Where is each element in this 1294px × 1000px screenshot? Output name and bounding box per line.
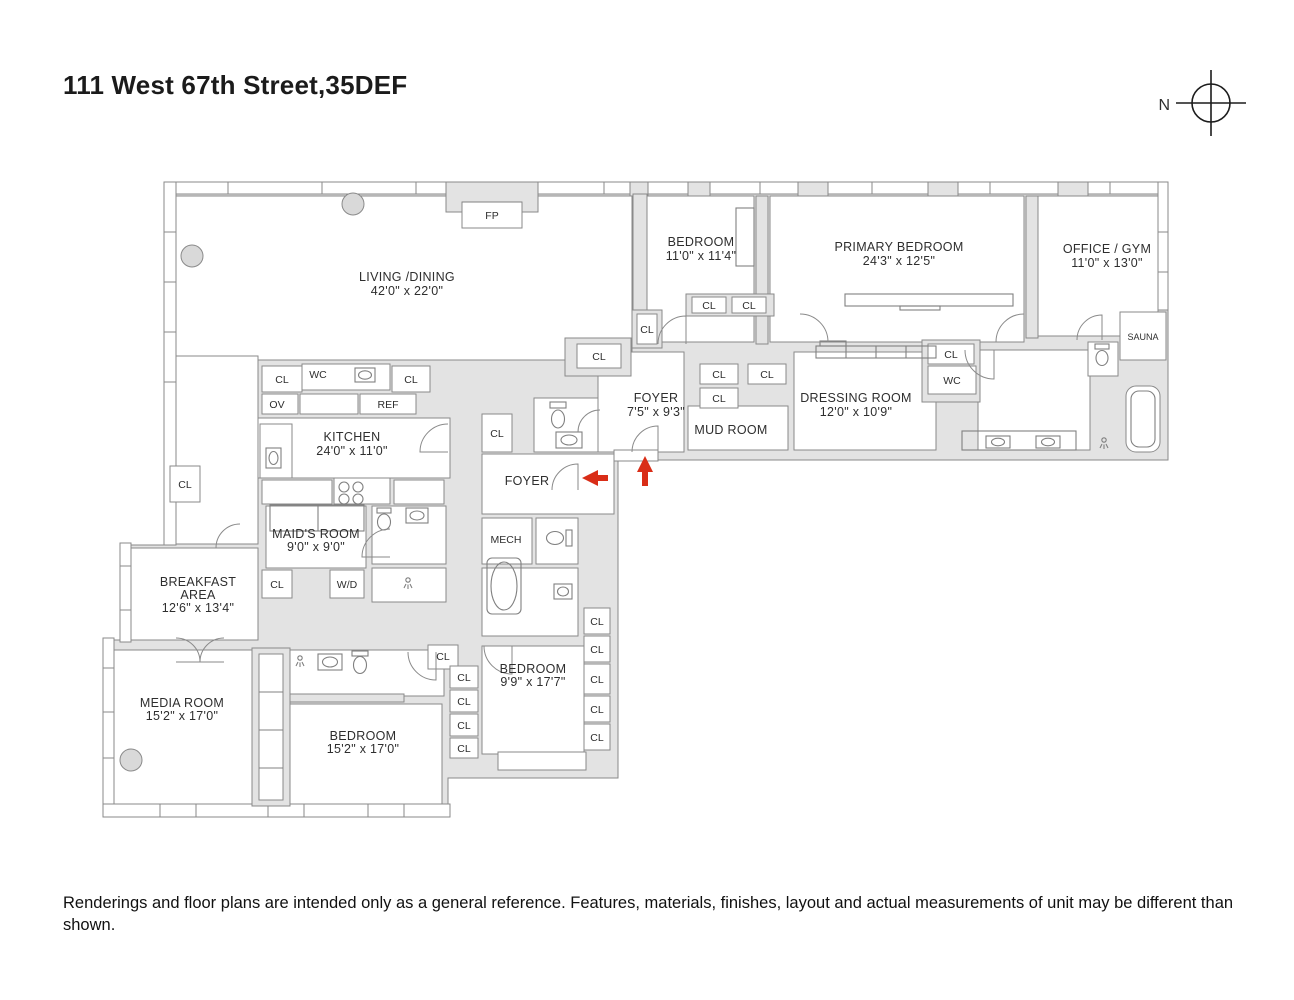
south-bath-shower-icon <box>295 655 305 667</box>
bedroom-middle-dims: 9'9" x 17'7" <box>500 675 565 689</box>
sauna-label: SAUNA <box>1127 332 1158 342</box>
bedroom-middle-label: BEDROOM <box>500 662 567 676</box>
structural-columns <box>119 192 365 772</box>
maids-bath-sink-icon <box>405 507 429 524</box>
foyer-main-dims: 7'5" x 9'3" <box>627 405 685 419</box>
closet-label: CL <box>760 369 774 381</box>
closet-label: CL <box>457 720 471 732</box>
closet-label: CL <box>712 369 726 381</box>
closet-label: CL <box>457 672 471 684</box>
closet-label: CL <box>702 300 716 312</box>
powder-toilet-icon <box>549 401 567 429</box>
bedroom-top-dims: 11'0" x 11'4" <box>666 249 737 263</box>
entry-arrow-left <box>582 470 608 486</box>
primary-bath-shower-icon <box>1099 437 1109 449</box>
closet-label: CL <box>457 743 471 755</box>
compass-icon: N <box>1158 70 1246 136</box>
living-dining-label: LIVING /DINING <box>359 270 455 284</box>
sauna-wc-toilet-icon <box>1094 343 1110 367</box>
closet-label: CL <box>590 616 604 628</box>
primary-tub <box>1125 385 1161 453</box>
mech-label: MECH <box>491 534 522 546</box>
closet-label: CL <box>275 374 289 386</box>
closet-label: CL <box>178 479 192 491</box>
entry-arrow-up <box>637 456 653 486</box>
office-gym-label: OFFICE / GYM <box>1063 242 1151 256</box>
powder-sink-icon <box>555 431 583 449</box>
closet-label: CL <box>590 704 604 716</box>
closet-label: CL <box>270 579 284 591</box>
fixtures <box>119 192 1161 801</box>
closet-label: CL <box>592 351 606 363</box>
south-bath-sink-icon <box>317 653 343 671</box>
living-dining-dims: 42'0" x 22'0" <box>371 284 443 298</box>
entry-arrows <box>582 456 653 486</box>
breakfast-area-label-2: AREA <box>180 588 216 602</box>
closet-label: CL <box>457 696 471 708</box>
south-bath-toilet-icon <box>351 650 369 675</box>
dressing-room-dims: 12'0" x 10'9" <box>820 405 892 419</box>
disclaimer-text: Renderings and floor plans are intended … <box>63 894 1234 934</box>
bedroom-top-label: BEDROOM <box>668 235 735 249</box>
closet-label: CL <box>640 324 654 336</box>
maids-room-label: MAID'S ROOM <box>272 527 360 541</box>
page-title: 111 West 67th Street,35DEF <box>63 70 408 100</box>
hall-bath-toilet-icon <box>545 529 573 547</box>
wall-piers <box>629 181 1089 197</box>
closet-label: CL <box>590 644 604 656</box>
dressing-closet-rail <box>815 340 937 359</box>
media-room-dims: 15'2" x 17'0" <box>146 709 218 723</box>
washer-dryer-label: W/D <box>337 579 358 591</box>
stove-icon <box>338 481 364 505</box>
kitchen-sink-icon <box>354 367 376 383</box>
foyer-secondary-label: FOYER <box>505 474 550 488</box>
window-walls <box>102 181 1169 818</box>
room-interiors <box>112 195 1159 809</box>
primary-builtin <box>844 293 1014 311</box>
maids-bed <box>269 504 365 532</box>
refrigerator-label: REF <box>378 399 399 411</box>
kitchen-dims: 24'0" x 11'0" <box>316 444 388 458</box>
hall-bath-sink-icon <box>553 583 573 600</box>
oven-label: OV <box>269 399 284 411</box>
shelving-unit <box>258 653 284 801</box>
office-gym-dims: 11'0" x 13'0" <box>1071 256 1143 270</box>
closet-label: CL <box>490 428 504 440</box>
door-swings <box>175 313 1103 681</box>
breakfast-area-dims: 12'6" x 13'4" <box>162 601 234 615</box>
abbr-labels: FP CL WC CL OV REF CL CL CL CL CL CL CL … <box>178 210 961 755</box>
closet-label: CL <box>712 393 726 405</box>
primary-bedroom-dims: 24'3" x 12'5" <box>863 254 935 268</box>
maids-room-dims: 9'0" x 9'0" <box>287 540 345 554</box>
closet-label: CL <box>742 300 756 312</box>
maids-shower-icon <box>403 577 413 589</box>
closet-label: CL <box>590 732 604 744</box>
mud-room-label: MUD ROOM <box>694 423 767 437</box>
bedroom-south-dims: 15'2" x 17'0" <box>327 742 399 756</box>
compass-north-label: N <box>1158 97 1170 114</box>
kitchen-counter-sink-icon <box>265 447 282 469</box>
closet-label: CL <box>404 374 418 386</box>
foyer-main-label: FOYER <box>634 391 679 405</box>
bedroom-top-closet <box>735 207 755 267</box>
kitchen-label: KITCHEN <box>324 430 381 444</box>
wc-label: WC <box>309 369 327 381</box>
bedroom-south-label: BEDROOM <box>330 729 397 743</box>
hall-bath-tub <box>486 557 522 615</box>
primary-bedroom-label: PRIMARY BEDROOM <box>834 240 963 254</box>
media-room-label: MEDIA ROOM <box>140 696 224 710</box>
room-labels: LIVING /DINING 42'0" x 22'0" BEDROOM 11'… <box>140 235 1159 756</box>
closet-label: CL <box>590 674 604 686</box>
primary-bath-vanity <box>961 430 1077 451</box>
closet-label: CL <box>944 349 958 361</box>
breakfast-area-label-1: BREAKFAST <box>160 575 236 589</box>
fireplace-label: FP <box>485 210 498 222</box>
closet-label: CL <box>436 651 450 663</box>
wc-label: WC <box>943 375 961 387</box>
dressing-room-label: DRESSING ROOM <box>800 391 912 405</box>
